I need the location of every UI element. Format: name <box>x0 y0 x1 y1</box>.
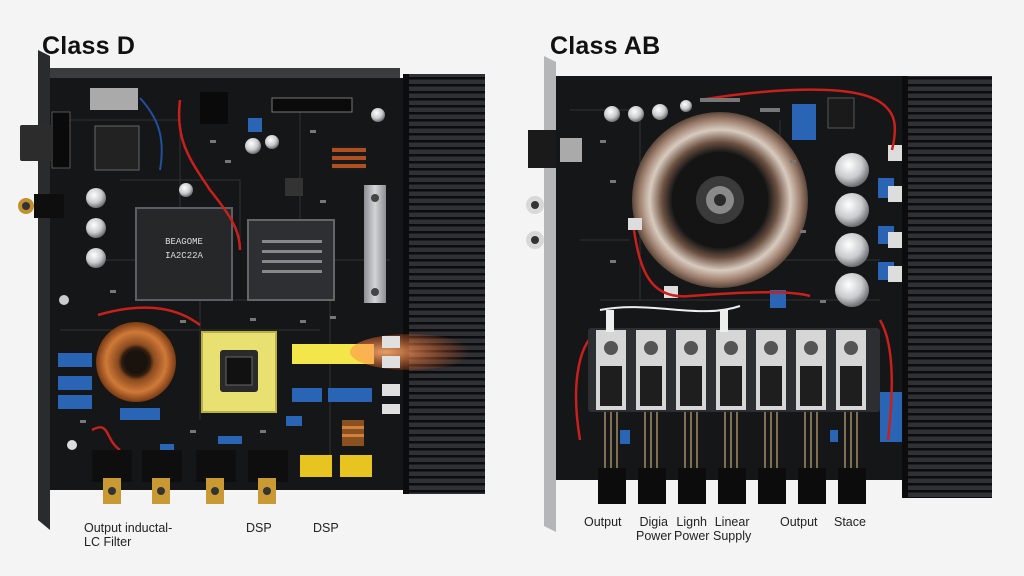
dsp-chip-1-marking: BEAGOME <box>165 237 203 247</box>
electrolytic-caps <box>86 108 385 268</box>
terminal-block-2 <box>340 455 372 477</box>
filter-capacitors <box>835 153 869 307</box>
label-digia-power-line-2: Power <box>636 529 672 543</box>
label-lignh-power-line-1: Lignh <box>676 515 708 529</box>
output-transistors <box>596 330 866 410</box>
bottom-terminals <box>598 468 866 504</box>
small-caps <box>604 98 846 122</box>
blue-capacitors <box>58 118 372 454</box>
label-stace: Stace <box>834 515 866 529</box>
label-dsp-1: DSP <box>246 521 272 535</box>
label-digia-power-line-1: Digia <box>639 515 668 529</box>
red-wires <box>91 99 242 452</box>
class-ab-heatsink <box>904 76 992 498</box>
class-ab-title: Class AB <box>550 32 661 60</box>
metal-bracket <box>364 185 386 303</box>
dsp-chip-1-code: IA2C22A <box>165 251 203 261</box>
iec-power-inlet <box>528 130 556 168</box>
label-output-1: Output <box>584 515 622 529</box>
header-connector <box>90 88 138 110</box>
label-digia-power: Digia Power <box>636 515 671 543</box>
label-linear-supply: Linear Supply <box>713 515 751 543</box>
dsp-chip-1 <box>135 207 233 301</box>
class-d-heatsink <box>405 74 485 494</box>
small-inductor <box>342 420 364 446</box>
small-ic <box>94 125 140 171</box>
class-d-title: Class D <box>42 32 136 60</box>
label-lignh-power-line-2: Power <box>674 529 710 543</box>
left-side-panel <box>38 50 50 530</box>
terminal-block-1 <box>300 455 332 477</box>
label-linear-supply-line-2: Supply <box>713 529 752 543</box>
label-lignh-power: Lignh Power <box>674 515 709 543</box>
label-output-lc-filter-line-1: Output inductal- <box>84 521 173 535</box>
label-output-lc-filter-line-2: LC Filter <box>84 535 132 549</box>
top-rail <box>50 68 400 80</box>
class-ab-amplifier <box>526 56 992 532</box>
label-dsp-2: DSP <box>313 521 339 535</box>
output-jacks <box>92 450 288 504</box>
ribbon-header <box>271 97 353 113</box>
label-output-lc-filter: Output inductal- LC Filter <box>84 521 172 549</box>
right-front-panel <box>544 56 556 532</box>
class-d-amplifier: BEAGOME IA2C22A <box>18 50 485 530</box>
power-inlet <box>51 111 71 169</box>
label-linear-supply-line-1: Linear <box>714 515 750 529</box>
label-output-2: Output <box>780 515 818 529</box>
